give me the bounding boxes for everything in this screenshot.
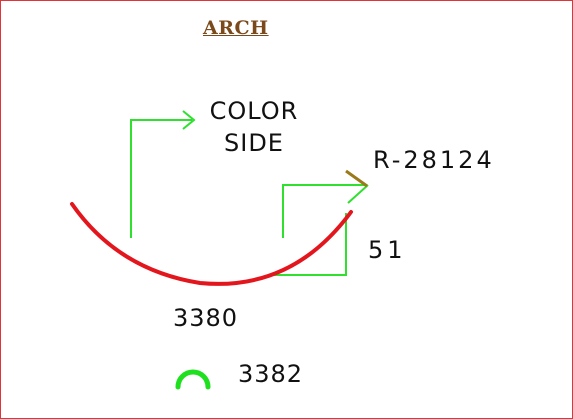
color-side-arrow — [130, 119, 192, 238]
part-number-label: 3382 — [238, 360, 304, 388]
height-dimension-line — [268, 213, 347, 276]
radius-leader-arrowhead — [347, 184, 369, 204]
color-side-label: COLOR SIDE — [200, 95, 308, 159]
color-side-arrowhead — [182, 110, 196, 130]
radius-pointer — [345, 169, 368, 188]
arch-profile — [70, 202, 353, 286]
color-side-line1: COLOR — [209, 97, 299, 125]
radius-leader-line — [282, 184, 366, 238]
length-label: 3380 — [173, 304, 239, 332]
arch-icon — [175, 369, 211, 390]
color-side-line2: SIDE — [224, 129, 284, 157]
radius-label: R-28124 — [373, 146, 495, 174]
drawing-title: ARCH — [203, 17, 269, 39]
height-label: 51 — [368, 236, 407, 264]
